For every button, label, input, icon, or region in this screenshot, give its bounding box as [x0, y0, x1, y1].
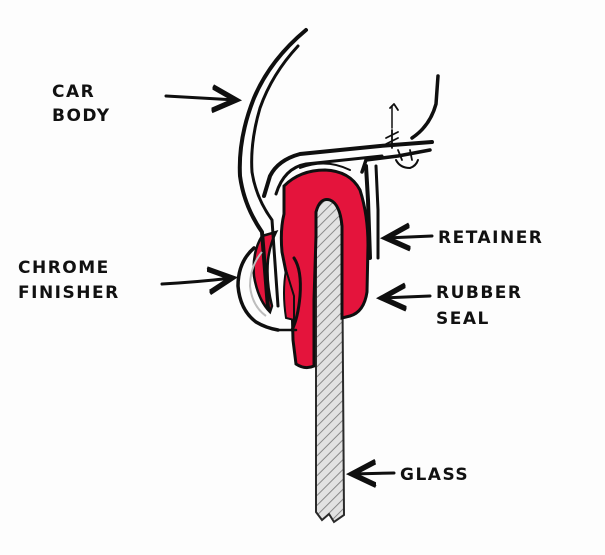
rubber-seal [252, 162, 370, 370]
label-rubber-seal-line1: RUBBER [436, 283, 523, 303]
label-glass: GLASS [400, 465, 469, 485]
car-body-arrow [164, 96, 236, 100]
chrome-finisher-arrow [160, 278, 232, 284]
retainer-bracket [360, 103, 432, 260]
retainer-arrow [386, 236, 434, 238]
glass-pane [315, 198, 346, 524]
chrome-finisher [236, 246, 302, 332]
label-retainer: RETAINER [438, 228, 543, 248]
callout-arrows [160, 96, 434, 474]
car-body [237, 28, 440, 310]
label-car-body-line2: BODY [52, 106, 111, 126]
rubber-seal-arrow [382, 296, 432, 298]
label-car-body-line1: CAR [52, 82, 95, 102]
label-chrome-finisher-line2: FINISHER [18, 283, 120, 303]
label-rubber-seal-line2: SEAL [436, 309, 490, 329]
glass-arrow [352, 473, 396, 474]
label-chrome-finisher-line1: CHROME [18, 258, 110, 278]
